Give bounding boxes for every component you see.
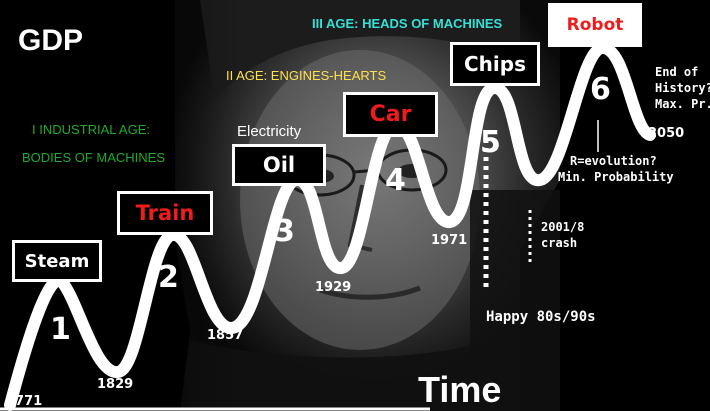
crash-note-line1: 2001/8 (541, 220, 584, 235)
year-1929: 1929 (315, 280, 351, 295)
age-third: III AGE: HEADS OF MACHINES (312, 16, 502, 31)
box-robot: Robot (548, 3, 642, 47)
wave-number-5: 5 (480, 125, 501, 160)
year-1771: 1771 (6, 394, 42, 409)
box-car: Car (343, 92, 438, 137)
age-first-line2: BODIES OF MACHINES (22, 150, 165, 165)
box-chips: Chips (450, 42, 540, 86)
wave-number-3: 3 (274, 214, 295, 249)
year-1829: 1829 (97, 377, 133, 392)
end-history-line3: Max. Pr. (655, 97, 710, 112)
wave-number-2: 2 (158, 260, 179, 295)
r-evolution-line2: Min. Probability (558, 170, 674, 185)
box-steam: Steam (12, 240, 102, 282)
box-train: Train (117, 191, 213, 235)
wave-number-1: 1 (50, 312, 71, 347)
crash-note-line2: crash (541, 236, 577, 251)
year-2050: 2050 (648, 126, 684, 141)
age-first-line1: I INDUSTRIAL AGE: (32, 122, 150, 137)
wave-number-4: 4 (385, 163, 406, 198)
electricity-label: Electricity (237, 124, 301, 139)
age-second: II AGE: ENGINES-HEARTS (226, 68, 386, 83)
y-axis-label: GDP (18, 26, 83, 56)
wave-number-6: 6 (590, 72, 611, 107)
x-axis-label: Time (418, 372, 501, 408)
r-evolution-line1: R=evolution? (570, 154, 657, 169)
box-oil: Oil (232, 144, 326, 186)
year-1971: 1971 (431, 233, 467, 248)
end-history-line2: History? (655, 81, 710, 96)
happy-note: Happy 80s/90s (486, 310, 596, 325)
year-1857: 1857 (207, 328, 243, 343)
end-history-line1: End of (655, 65, 698, 80)
